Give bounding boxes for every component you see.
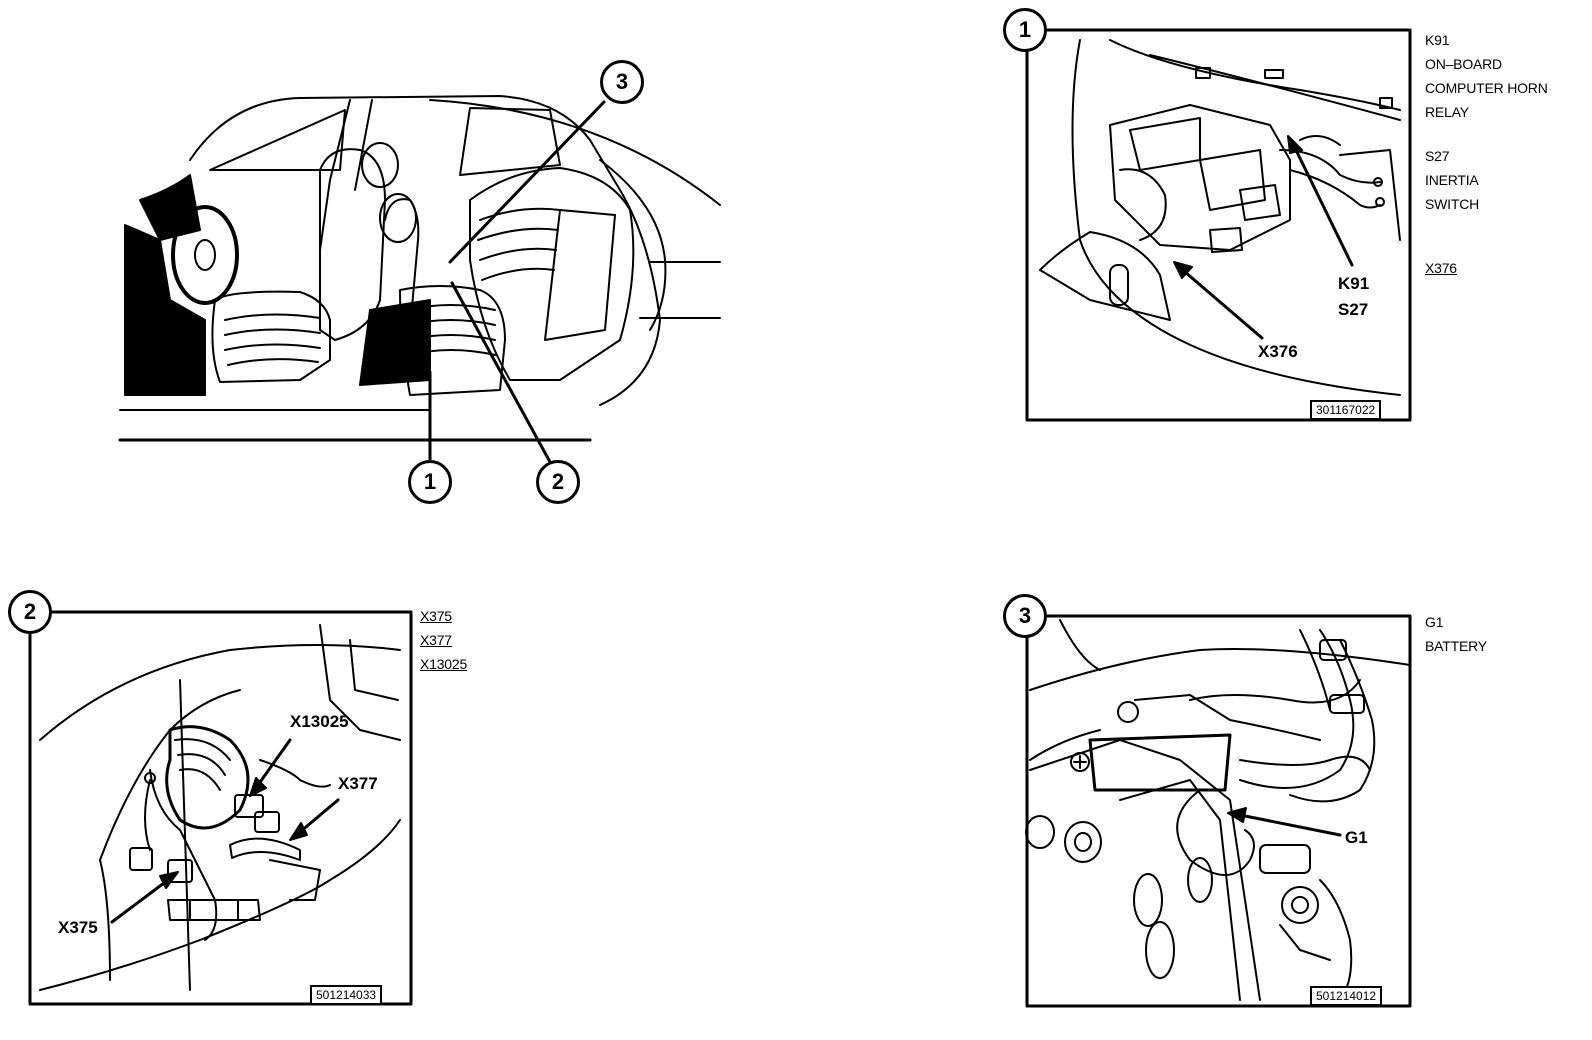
panel-1-reference-number: 301167022 <box>1310 400 1382 420</box>
legend-x13025: X13025 <box>420 656 468 672</box>
panel-1-label-s27: S27 <box>1338 300 1369 319</box>
legend-switch: SWITCH <box>1425 196 1480 212</box>
legend-x376: X376 <box>1425 260 1457 276</box>
callout-1: 1 <box>408 460 452 504</box>
legend-s27: S27 <box>1425 148 1450 164</box>
panel-1-label-k91: K91 <box>1338 274 1370 293</box>
panel-1-number: 1 <box>1003 8 1047 52</box>
panel-1-legend: K91 ON–BOARD COMPUTER HORN RELAY S27 INE… <box>1425 28 1585 280</box>
panel-2-illustration <box>28 610 413 1006</box>
legend-inertia: INERTIA <box>1425 172 1479 188</box>
callout-2: 2 <box>536 460 580 504</box>
legend-relay: RELAY <box>1425 104 1469 120</box>
panel-3-illustration <box>1025 614 1412 1008</box>
panel-3-legend: G1 BATTERY <box>1425 610 1545 658</box>
legend-computer-horn: COMPUTER HORN <box>1425 80 1548 96</box>
legend-k91: K91 <box>1425 32 1450 48</box>
panel-3-number: 3 <box>1003 594 1047 638</box>
panel-2-label-x375: X375 <box>58 918 98 937</box>
panel-2-reference-number: 501214033 <box>310 985 383 1005</box>
panel-3-reference-number: 501214012 <box>1310 986 1383 1006</box>
panel-1-label-x376: X376 <box>1258 342 1298 361</box>
legend-x377: X377 <box>420 632 452 648</box>
car-interior-illustration <box>118 95 721 464</box>
legend-battery: BATTERY <box>1425 638 1487 654</box>
legend-x375: X375 <box>420 608 452 624</box>
panel-3-label-g1: G1 <box>1345 828 1368 847</box>
panel-2-legend: X375 X377 X13025 <box>420 604 520 676</box>
panel-2-label-x13025: X13025 <box>290 712 349 731</box>
panel-2-label-x377: X377 <box>338 774 378 793</box>
panel-1-illustration <box>1025 28 1412 422</box>
panel-2-number: 2 <box>8 590 52 634</box>
callout-3: 3 <box>600 60 644 104</box>
legend-on-board: ON–BOARD <box>1425 56 1502 72</box>
legend-g1: G1 <box>1425 614 1444 630</box>
